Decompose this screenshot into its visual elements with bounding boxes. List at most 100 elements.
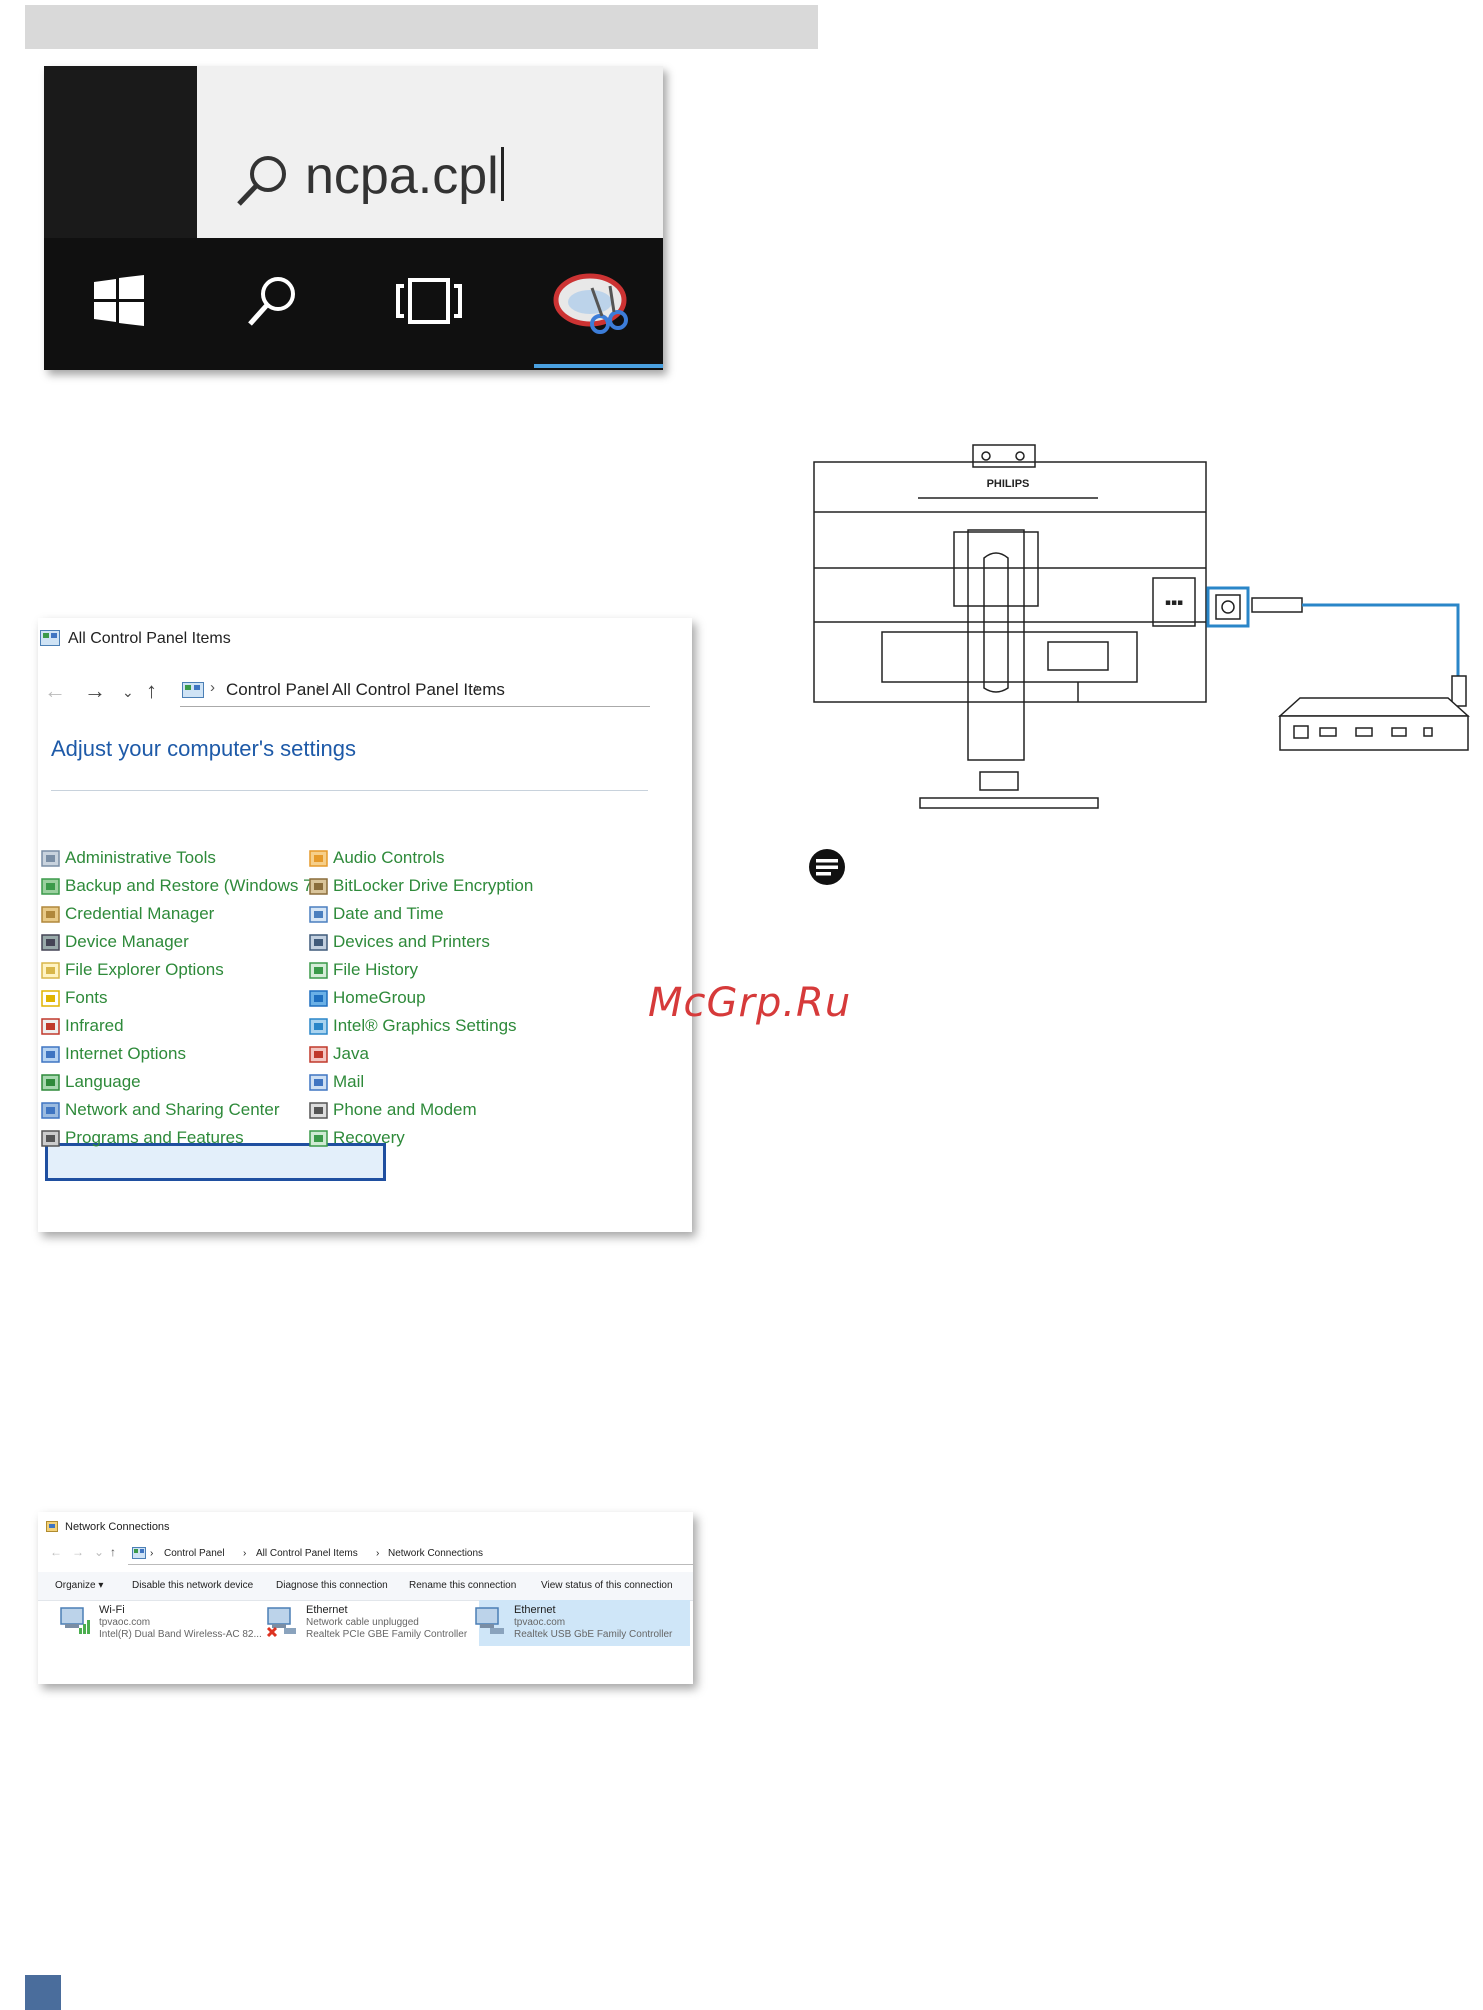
diagnose-connection-button[interactable]: Diagnose this connection [276,1580,388,1591]
cp-item-mail[interactable]: Mail [308,1068,480,1096]
page-heading: Adjust your computer's settings [51,736,357,761]
cp-item-label: Internet Options [65,1044,186,1063]
usb-c-port-highlight [1206,586,1250,628]
recent-locations-chevron-icon[interactable]: ⌄ [94,1545,105,1559]
cp-item-administrative-tools[interactable]: Administrative Tools [40,844,300,872]
back-arrow-icon[interactable]: ← [50,1545,62,1559]
cp-item-icon [309,850,328,867]
address-bar[interactable]: › Control Panel › All Control Panel Item… [180,676,650,707]
up-arrow-icon[interactable]: ↑ [110,1545,116,1559]
connection-status: tpvaoc.com [99,1617,151,1628]
watermark: McGrp.Ru [648,980,852,1026]
connection-ethernet-pcie[interactable]: Ethernet Network cable unplugged Realtek… [262,1600,472,1648]
command-toolbar: Organize ▾ Disable this network device D… [38,1572,693,1601]
cp-item-network-and-sharing-center[interactable]: Network and Sharing Center [40,1096,300,1124]
cp-item-label: Java [333,1044,369,1063]
cp-item-label: Audio Controls [333,848,445,867]
cp-item-phone-and-modem[interactable]: Phone and Modem [308,1096,480,1124]
cp-item-device-manager[interactable]: Device Manager [40,928,300,956]
control-panel-icon [40,630,60,646]
organize-button[interactable]: Organize ▾ [55,1580,104,1591]
search-box[interactable]: ncpa.cpl [197,66,663,238]
breadcrumb-network-connections[interactable]: Network Connections [388,1548,484,1559]
breadcrumb-all-items[interactable]: All Control Panel Items [256,1548,358,1559]
cp-item-label: Backup and Restore (Windows 7) [65,876,319,895]
network-connections-window: Network Connections ← → ⌄ ↑ › Control Pa… [38,1512,693,1684]
cp-item-file-history[interactable]: File History [308,956,480,984]
docking-station [1278,697,1470,751]
taskbar-search-icon[interactable] [244,274,300,330]
cp-item-label: Date and Time [333,904,444,923]
network-connections-icon [46,1521,58,1532]
window-title: Network Connections [65,1521,170,1533]
cp-item-label: Mail [333,1072,365,1091]
cp-item-label: Device Manager [65,932,189,951]
cp-item-file-explorer-options[interactable]: File Explorer Options [40,956,300,984]
breadcrumb-control-panel[interactable]: Control Panel [226,680,330,699]
cp-item-label: Recovery [333,1128,405,1147]
divider [51,790,648,791]
wifi-adapter-icon [60,1607,90,1634]
control-panel-window: All Control Panel Items ← → ⌄ ↑ › Contro… [38,618,692,1232]
cp-item-programs-and-features[interactable]: Programs and Features [40,1124,300,1152]
cp-item-devices-and-printers[interactable]: Devices and Printers [308,928,490,956]
cp-item-infrared[interactable]: Infrared [40,1012,300,1040]
cp-item-java[interactable]: Java [308,1040,480,1068]
breadcrumb-separator: › [376,1548,380,1559]
up-arrow-icon[interactable]: ↑ [146,678,157,703]
cp-item-language[interactable]: Language [40,1068,300,1096]
text-caret [500,147,504,201]
header-bar [25,5,818,49]
recent-locations-chevron-icon[interactable]: ⌄ [122,684,134,700]
search-input[interactable]: ncpa.cpl [305,147,499,205]
cp-item-label: Intel® Graphics Settings [333,1016,517,1035]
cp-item-label: File Explorer Options [65,960,224,979]
cp-item-label: Devices and Printers [333,932,490,951]
forward-arrow-icon[interactable]: → [84,678,106,703]
disable-device-button[interactable]: Disable this network device [132,1580,254,1591]
cp-item-icon [41,962,60,979]
connection-name: Ethernet [306,1604,348,1616]
cp-item-bitlocker-drive-encryption[interactable]: BitLocker Drive Encryption [308,872,533,900]
forward-arrow-icon[interactable]: → [72,1545,84,1559]
cp-item-audio-controls[interactable]: Audio Controls [308,844,480,872]
cp-item-backup-and-restore-windows-7[interactable]: Backup and Restore (Windows 7) [40,872,318,900]
connection-name: Ethernet [514,1604,556,1616]
cp-item-homegroup[interactable]: HomeGroup [308,984,480,1012]
connection-ethernet-usb[interactable]: Ethernet tpvaoc.com Realtek USB GbE Fami… [470,1600,690,1648]
connection-adapter: Realtek PCIe GBE Family Controller [306,1629,468,1640]
cp-item-icon [41,1046,60,1063]
breadcrumb-control-panel[interactable]: Control Panel [164,1548,225,1559]
page-marker [25,1975,61,2010]
task-view-icon[interactable] [394,274,464,330]
cp-item-label: File History [333,960,419,979]
cp-item-icon [41,934,60,951]
connection-adapter: Realtek USB GbE Family Controller [514,1629,673,1640]
brand-label: PHILIPS [987,478,1030,490]
cp-item-icon [41,1018,60,1035]
connection-wifi[interactable]: Wi-Fi tpvaoc.com Intel(R) Dual Band Wire… [55,1600,262,1648]
cp-item-date-and-time[interactable]: Date and Time [308,900,480,928]
windows-start-icon[interactable] [92,274,146,328]
cp-item-icon [41,1074,60,1091]
search-icon [237,156,286,206]
cp-item-label: Administrative Tools [65,848,216,867]
rename-connection-button[interactable]: Rename this connection [409,1580,517,1591]
snipping-tool-icon[interactable] [552,264,632,340]
cp-item-icon [41,1102,60,1119]
cp-item-credential-manager[interactable]: Credential Manager [40,900,300,928]
cp-item-recovery[interactable]: Recovery [308,1124,480,1152]
connection-status: Network cable unplugged [306,1617,419,1628]
cp-item-label: Infrared [65,1016,124,1035]
cp-item-fonts[interactable]: Fonts [40,984,300,1012]
view-status-button[interactable]: View status of this connection [541,1580,673,1591]
cp-item-label: Fonts [65,988,108,1007]
cp-item-internet-options[interactable]: Internet Options [40,1040,300,1068]
cp-item-intel-graphics-settings[interactable]: Intel® Graphics Settings [308,1012,517,1040]
cp-item-label: Network and Sharing Center [65,1100,280,1119]
cp-item-label: Language [65,1072,141,1091]
cp-item-icon [309,1130,328,1147]
breadcrumb-all-items[interactable]: All Control Panel Items [332,680,505,699]
back-arrow-icon[interactable]: ← [44,678,66,703]
cp-item-icon [41,906,60,923]
